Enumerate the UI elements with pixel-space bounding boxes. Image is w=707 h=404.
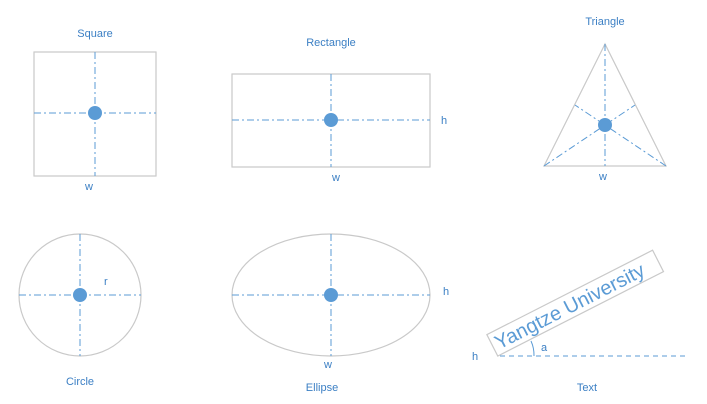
text-height-label: h: [472, 351, 478, 363]
square-shape: Square w: [33, 28, 157, 193]
ellipse-title: Ellipse: [306, 382, 338, 394]
rectangle-center-point: [324, 113, 338, 127]
text-angle-arc: [530, 340, 535, 357]
circle-title: Circle: [66, 376, 94, 388]
ellipse-center-point: [324, 288, 338, 302]
triangle-median-right: [574, 104, 667, 167]
square-width-label: w: [84, 181, 93, 193]
circle-radius-label: r: [104, 276, 108, 288]
rectangle-width-label: w: [331, 172, 340, 184]
triangle-title: Triangle: [585, 16, 624, 28]
triangle-width-label: w: [598, 171, 607, 183]
rectangle-shape: Rectangle w h: [231, 37, 447, 184]
text-angle-label: a: [541, 342, 548, 354]
square-center-point: [88, 106, 102, 120]
triangle-shape: Triangle w: [543, 16, 667, 183]
ellipse-shape: h w Ellipse: [231, 233, 449, 394]
triangle-center-point: [598, 118, 612, 132]
triangle-median-left: [543, 104, 636, 167]
ellipse-height-label: h: [443, 286, 449, 298]
ellipse-width-label: w: [323, 359, 332, 371]
square-title: Square: [77, 28, 112, 40]
rectangle-title: Rectangle: [306, 37, 356, 49]
rectangle-height-label: h: [441, 115, 447, 127]
circle-shape: r Circle: [18, 233, 142, 388]
text-shape: a Yangtze University h Text: [472, 249, 686, 394]
circle-center-point: [73, 288, 87, 302]
text-title: Text: [577, 382, 597, 394]
text-content: Yangtze University: [491, 260, 648, 355]
text-rotated-box: Yangtze University: [486, 249, 665, 357]
text-box-outline: [486, 249, 665, 357]
